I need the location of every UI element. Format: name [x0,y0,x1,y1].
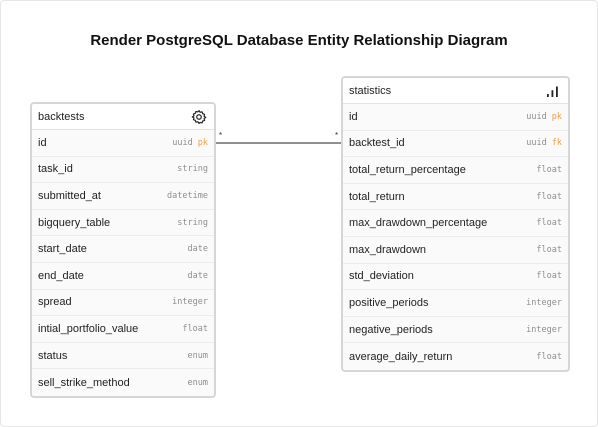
field-type: string [177,164,208,175]
field-row[interactable]: average_daily_return float [343,343,568,370]
field-name: task_id [38,163,73,176]
entity-header-backtests: backtests [32,104,214,130]
field-row[interactable]: total_return float [343,184,568,211]
field-type: float [182,323,208,334]
field-row[interactable]: std_deviation float [343,264,568,291]
field-type: float [536,218,562,229]
field-name: bigquery_table [38,216,111,229]
field-meta: string [177,164,208,174]
field-row[interactable]: sell_strike_method enum [32,369,214,396]
field-type: integer [172,297,208,308]
field-row[interactable]: start_date date [32,236,214,263]
field-type: datetime [167,190,208,201]
entity-title-backtests: backtests [38,110,85,123]
field-name: sell_strike_method [38,376,130,389]
field-meta: float [536,218,562,228]
field-name: negative_periods [349,323,433,336]
field-name: status [38,349,68,362]
field-row[interactable]: spread integer [32,290,214,317]
bar-chart-icon [544,82,562,100]
field-row[interactable]: intial_portfolio_value float [32,316,214,343]
field-row[interactable]: task_id string [32,157,214,184]
field-meta: integer [526,325,562,335]
field-name: max_drawdown [349,243,427,256]
field-type: integer [526,297,562,308]
field-row[interactable]: positive_periods integer [343,290,568,317]
field-key-badge: fk [551,138,562,149]
field-meta: date [188,271,208,281]
field-meta: float [536,352,562,362]
field-meta: float [182,324,208,334]
field-row[interactable]: end_date date [32,263,214,290]
field-type: string [177,217,208,228]
entity-header-statistics: statistics [343,78,568,104]
field-name: positive_periods [349,296,429,309]
field-type: date [187,244,208,255]
field-meta: datetime [167,191,208,201]
field-meta: float [536,165,562,175]
field-meta: enum [188,351,208,361]
cardinality-from: * [219,131,223,140]
field-type: uuid [526,138,547,149]
field-row[interactable]: negative_periods integer [343,317,568,344]
gear-icon [190,108,208,126]
field-type: uuid [526,111,547,122]
field-meta: float [536,271,562,281]
field-type: enum [187,350,208,361]
entity-title-statistics: statistics [349,84,392,97]
field-meta: string [177,218,208,228]
field-name: average_daily_return [349,350,453,363]
diagram-title: Render PostgreSQL Database Entity Relati… [90,32,508,49]
field-meta: enum [188,378,208,388]
field-meta: integer [526,298,562,308]
field-type: float [536,351,562,362]
field-name: id [38,136,47,149]
field-name: max_drawdown_percentage [349,217,488,230]
field-name: std_deviation [349,270,414,283]
field-type: uuid [172,137,193,148]
field-key-badge: pk [551,111,562,122]
field-name: intial_portfolio_value [38,322,139,335]
field-type: float [536,244,562,255]
field-meta: float [536,192,562,202]
field-meta: integer [172,297,208,307]
field-row[interactable]: max_drawdown_percentage float [343,210,568,237]
field-type: enum [187,377,208,388]
field-row[interactable]: status enum [32,343,214,370]
field-name: id [349,110,358,123]
field-name: backtest_id [349,137,405,150]
field-type: float [536,271,562,282]
field-name: total_return_percentage [349,163,466,176]
field-name: total_return [349,190,405,203]
field-name: start_date [38,243,87,256]
cardinality-to: * [335,131,339,140]
field-type: float [536,191,562,202]
field-meta: date [188,244,208,254]
field-meta: float [536,245,562,255]
field-row[interactable]: bigquery_table string [32,210,214,237]
field-row[interactable]: submitted_at datetime [32,183,214,210]
field-name: spread [38,296,72,309]
field-row[interactable]: max_drawdown float [343,237,568,264]
field-key-badge: pk [197,137,208,148]
field-name: submitted_at [38,189,101,202]
field-type: float [536,164,562,175]
field-type: date [187,270,208,281]
field-row[interactable]: total_return_percentage float [343,157,568,184]
field-type: integer [526,324,562,335]
field-name: end_date [38,269,84,282]
